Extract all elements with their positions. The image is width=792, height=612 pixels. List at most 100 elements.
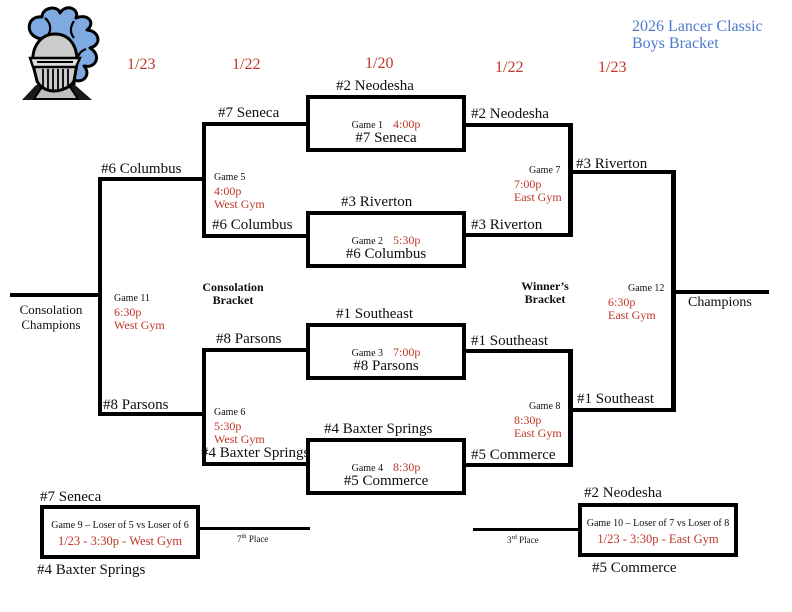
seventh-place-word: Place (246, 534, 269, 544)
date-col3: 1/20 (365, 55, 394, 72)
game5-gym: West Gym (214, 196, 265, 211)
game2-winner-line (466, 233, 572, 237)
game8-label: Game 8 (529, 401, 561, 412)
game2-label: Game 2 (351, 236, 384, 247)
game12-info: Game 12 6:30p East Gym (608, 283, 664, 321)
consolation-champion-line (10, 293, 98, 297)
consolation-champ-line2: Champions (21, 316, 81, 332)
game3-bottom-seed: #8 Parsons (353, 358, 419, 374)
game1-top-seed: #2 Neodesha (336, 78, 414, 94)
game12-spine (671, 170, 676, 412)
game2-time: 5:30p (393, 233, 421, 247)
game7-entrant-top: #2 Neodesha (471, 106, 549, 122)
game4-top-seed: #4 Baxter Springs (324, 421, 433, 437)
game8-gym: East Gym (514, 425, 562, 440)
game9-top-seed: #7 Seneca (40, 489, 102, 505)
game1-label: Game 1 (351, 120, 384, 131)
game1-loser-line (204, 122, 306, 126)
consolation-champions-label: Consolation Champions (17, 302, 85, 332)
game2-bottom-seed: #6 Columbus (345, 246, 427, 262)
game1-box: Game 1 4:00p #7 Seneca (306, 95, 466, 152)
game6-gym: West Gym (214, 431, 265, 446)
game12-label: Game 12 (628, 283, 665, 294)
game1-bottom-seed: #7 Seneca (355, 130, 417, 146)
game5-advancer: #6 Columbus (101, 161, 182, 177)
third-place-label: 3rd Place (507, 534, 539, 545)
game6-time: 5:30p (214, 419, 242, 433)
game10-title: Game 10 – Loser of 7 vs Loser of 8 (586, 518, 730, 529)
game11-label: Game 11 (114, 293, 151, 304)
game4-winner-line (466, 463, 572, 467)
game8-advancer: #1 Southeast (577, 391, 655, 407)
title-line2: Boys Bracket (632, 34, 719, 52)
third-place-line (473, 528, 578, 531)
third-place-number: 3 (507, 535, 512, 545)
game7-info: Game 7 7:00p East Gym (514, 165, 562, 203)
consolation-champ-line1: Consolation (19, 302, 83, 317)
game5-spine (202, 122, 206, 238)
consolation-heading-line1: Consolation (202, 280, 264, 294)
game9-box: Game 9 – Loser of 5 vs Loser of 6 1/23 -… (40, 505, 200, 559)
game10-bottom-seed: #5 Commerce (592, 560, 677, 576)
game6-entrant-top: #8 Parsons (216, 331, 282, 347)
game6-info: Game 6 5:30p West Gym (214, 407, 265, 445)
game9-detail: 1/23 - 3:30p - West Gym (57, 534, 183, 548)
game6-label: Game 6 (214, 407, 246, 418)
game1-winner-line (466, 123, 572, 127)
game8-info: Game 8 8:30p East Gym (514, 401, 562, 439)
game11-time: 6:30p (114, 305, 142, 319)
seventh-place-label: 7th Place (237, 533, 268, 544)
game3-time: 7:00p (393, 345, 421, 359)
game9-title: Game 9 – Loser of 5 vs Loser of 6 (51, 520, 189, 531)
third-place-word: Place (516, 535, 539, 545)
game8-winner-line (573, 408, 675, 412)
champions-line (676, 290, 769, 294)
game2-loser-line (204, 234, 306, 238)
game6-spine (202, 348, 206, 466)
game11-spine (98, 177, 102, 416)
game7-gym: East Gym (514, 189, 562, 204)
date-col4: 1/22 (495, 59, 524, 76)
game10-detail: 1/23 - 3:30p - East Gym (597, 532, 719, 546)
game7-entrant-bottom: #3 Riverton (471, 217, 543, 233)
game10-box: Game 10 – Loser of 7 vs Loser of 8 1/23 … (578, 503, 738, 557)
knight-logo (22, 6, 100, 100)
game7-label: Game 7 (529, 165, 561, 176)
game2-box: Game 2 5:30p #6 Columbus (306, 211, 466, 268)
game11-info: Game 11 6:30p West Gym (114, 293, 165, 331)
date-col1: 1/23 (127, 56, 156, 73)
winners-bracket-heading: Winner’s Bracket (508, 280, 582, 306)
page-title: 2026 Lancer Classic Boys Bracket (632, 18, 763, 52)
seventh-place-ordinal: th (241, 533, 247, 540)
game6-entrant-bottom: #4 Baxter Springs (201, 445, 310, 461)
game7-time: 7:00p (514, 177, 542, 191)
game8-spine (568, 349, 573, 467)
game7-advancer: #3 Riverton (576, 156, 648, 172)
champions-label: Champions (688, 295, 752, 310)
game3-winner-line (466, 349, 572, 353)
game7-spine (568, 123, 573, 237)
game7-winner-line (573, 170, 675, 174)
game4-label: Game 4 (351, 463, 384, 474)
game2-top-seed: #3 Riverton (341, 194, 413, 210)
game4-bottom-seed: #5 Commerce (343, 473, 429, 489)
winners-heading-line1: Winner’s (521, 279, 569, 293)
game5-label: Game 5 (214, 172, 246, 183)
consolation-heading-line2: Bracket (212, 293, 254, 307)
winners-heading-line2: Bracket (524, 292, 566, 306)
game6-winner-line (100, 412, 202, 416)
game5-entrant-top: #7 Seneca (218, 105, 280, 121)
game8-time: 8:30p (514, 413, 542, 427)
game12-time: 6:30p (608, 295, 636, 309)
date-col2: 1/22 (232, 56, 261, 73)
game5-info: Game 5 4:00p West Gym (214, 172, 265, 210)
title-line1: 2026 Lancer Classic (632, 18, 763, 35)
game1-time: 4:00p (393, 117, 421, 131)
game3-top-seed: #1 Southeast (336, 306, 414, 322)
game5-winner-line (100, 177, 202, 181)
seventh-place-line (200, 527, 310, 530)
game9-bottom-seed: #4 Baxter Springs (37, 562, 146, 578)
game4-loser-line (204, 462, 306, 466)
